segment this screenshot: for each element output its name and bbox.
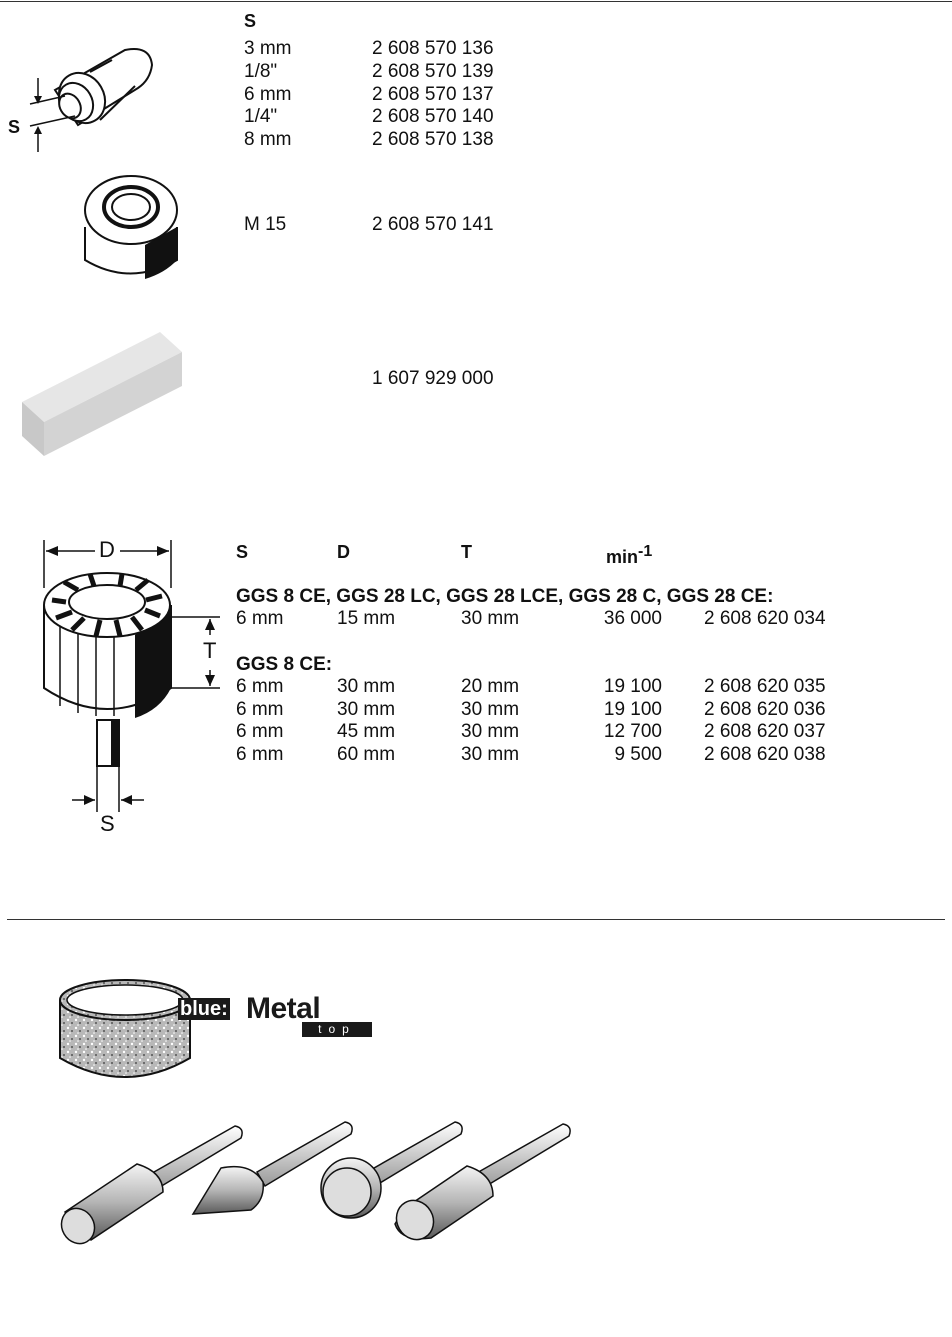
- rpm-unit: min: [606, 547, 639, 567]
- sleeve-part: 2 608 620 038: [704, 744, 826, 765]
- sleeve-rpm: 36 000: [603, 608, 662, 629]
- collet-nut-illustration: [84, 175, 178, 279]
- collet-part: 2 608 570 140: [372, 106, 494, 127]
- collet-part: 2 608 570 138: [372, 129, 494, 150]
- dressing-stone-illustration: [22, 332, 182, 456]
- collet-size: 6 mm: [244, 84, 292, 105]
- sleeve-header-s: S: [236, 542, 249, 562]
- sleeve-s: 6 mm: [236, 608, 284, 629]
- top-divider: [0, 1, 952, 2]
- sanding-sleeve-illustration: [43, 540, 220, 812]
- sleeve-part: 2 608 620 037: [704, 721, 826, 742]
- group1-title: GGS 8 CE, GGS 28 LC, GGS 28 LCE, GGS 28 …: [236, 586, 774, 607]
- sleeve-d: 15 mm: [337, 608, 396, 629]
- sleeve-rpm: 9 500: [614, 744, 662, 765]
- nut-part: 2 608 570 141: [372, 214, 494, 235]
- collet-size: 8 mm: [244, 129, 292, 150]
- collet-size: 1/8": [244, 61, 278, 82]
- sleeve-s: 6 mm: [236, 676, 284, 697]
- nut-size: M 15: [244, 214, 287, 235]
- section-divider: [7, 919, 945, 920]
- bluemetal-logo-top: top: [302, 1022, 372, 1037]
- dimension-label-t: T: [203, 638, 217, 663]
- sleeve-d: 60 mm: [337, 744, 396, 765]
- group2-title: GGS 8 CE:: [236, 654, 333, 675]
- collet-size-header: S: [244, 11, 257, 31]
- sleeve-rpm: 19 100: [603, 676, 662, 697]
- grinding-band-illustration: [59, 979, 191, 1078]
- collet-part: 2 608 570 136: [372, 38, 494, 59]
- sleeve-d: 45 mm: [337, 721, 396, 742]
- bluemetal-logo-blue: blue:: [178, 998, 230, 1020]
- bluemetal-logo-metal: Metal: [246, 992, 321, 1025]
- stone-part: 1 607 929 000: [372, 368, 494, 389]
- sleeve-rpm: 12 700: [603, 721, 662, 742]
- sleeve-s: 6 mm: [236, 744, 284, 765]
- sleeve-s: 6 mm: [236, 699, 284, 720]
- sleeve-part: 2 608 620 034: [704, 608, 826, 629]
- sleeve-t: 30 mm: [461, 608, 520, 629]
- sleeve-part: 2 608 620 036: [704, 699, 826, 720]
- dimension-label-s: S: [100, 811, 115, 836]
- sleeve-t: 20 mm: [461, 676, 520, 697]
- sleeve-header-rpm: min-1: [606, 541, 652, 569]
- dimension-label-d: D: [99, 537, 115, 562]
- collet-part: 2 608 570 139: [372, 61, 494, 82]
- collet-part: 2 608 570 137: [372, 84, 494, 105]
- collet-size: 1/4": [244, 106, 278, 127]
- collet-illustration: [29, 48, 154, 152]
- sleeve-header-d: D: [337, 542, 350, 562]
- sleeve-t: 30 mm: [461, 744, 520, 765]
- rpm-exponent: -1: [638, 543, 653, 560]
- sleeve-part: 2 608 620 035: [704, 676, 826, 697]
- grinding-points-illustration: [60, 1121, 571, 1245]
- collet-figure-label: S: [8, 117, 21, 137]
- sleeve-rpm: 19 100: [603, 699, 662, 720]
- sleeve-d: 30 mm: [337, 699, 396, 720]
- collet-size: 3 mm: [244, 38, 292, 59]
- sleeve-header-t: T: [461, 542, 472, 562]
- sleeve-d: 30 mm: [337, 676, 396, 697]
- sleeve-t: 30 mm: [461, 721, 520, 742]
- sleeve-t: 30 mm: [461, 699, 520, 720]
- sleeve-s: 6 mm: [236, 721, 284, 742]
